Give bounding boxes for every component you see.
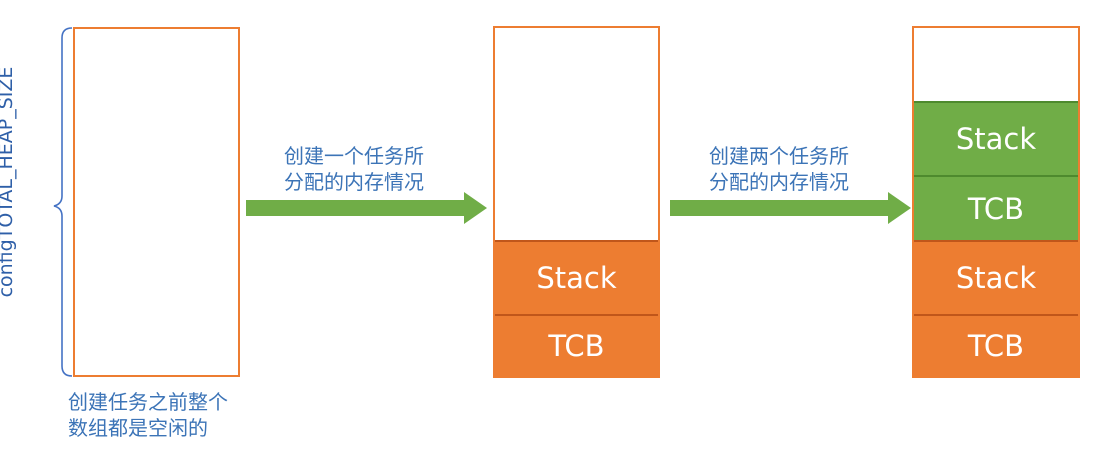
- heap-one-task: Stack TCB: [493, 26, 660, 378]
- heap3-task2-stack-label: Stack: [955, 122, 1037, 156]
- heap3-task1-stack-block: Stack: [914, 240, 1078, 314]
- heap-size-brace: [53, 27, 73, 377]
- arrow2-caption: 创建两个任务所 分配的内存情况: [709, 143, 849, 195]
- arrow-two-tasks: [670, 192, 911, 224]
- heap3-task2-stack-block: Stack: [914, 101, 1078, 175]
- heap2-stack-label: Stack: [536, 261, 617, 295]
- initial-caption-line2: 数组都是空闲的: [68, 416, 208, 440]
- arrow2-caption-line1: 创建两个任务所: [709, 144, 849, 168]
- initial-caption-line1: 创建任务之前整个: [68, 390, 228, 414]
- heap2-tcb-label: TCB: [548, 329, 605, 363]
- arrow1-caption: 创建一个任务所 分配的内存情况: [284, 143, 424, 195]
- arrow1-caption-line2: 分配的内存情况: [284, 170, 424, 194]
- arrow2-caption-line2: 分配的内存情况: [709, 170, 849, 194]
- heap-empty: [73, 27, 240, 377]
- initial-caption: 创建任务之前整个 数组都是空闲的: [68, 389, 228, 441]
- heap3-task2-tcb-label: TCB: [967, 191, 1025, 226]
- heap-two-tasks: Stack TCB Stack TCB: [912, 26, 1080, 378]
- arrow1-caption-line1: 创建一个任务所: [284, 144, 424, 168]
- heap3-task2-tcb-block: TCB: [914, 175, 1078, 240]
- heap2-stack-block: Stack: [495, 240, 658, 314]
- heap3-task1-tcb-block: TCB: [914, 314, 1078, 376]
- heap3-task1-stack-label: Stack: [955, 261, 1037, 295]
- arrow-one-task: [246, 192, 487, 224]
- heap3-task1-tcb-label: TCB: [967, 329, 1025, 363]
- heap2-tcb-block: TCB: [495, 314, 658, 376]
